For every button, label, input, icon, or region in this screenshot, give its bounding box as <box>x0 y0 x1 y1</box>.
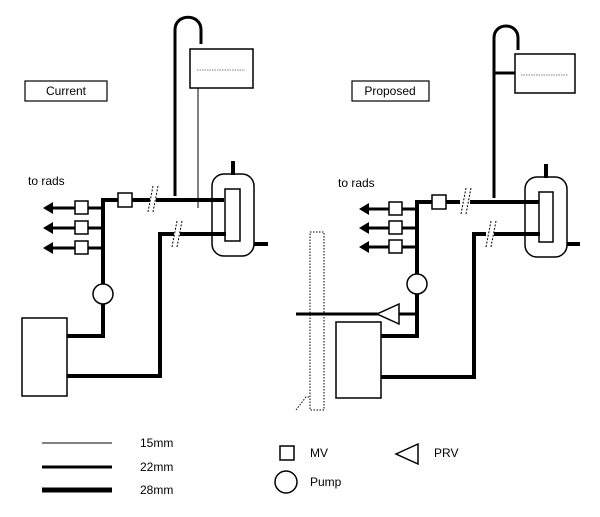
proposed-system: Proposed to rads <box>295 24 580 411</box>
legend-28mm-label: 28mm <box>140 483 173 497</box>
to-rads-label-right: to rads <box>338 176 375 190</box>
current-rad-arrow-2 <box>43 222 53 234</box>
proposed-wall-footing <box>295 396 310 411</box>
current-header-tank <box>189 48 254 89</box>
current-pump <box>92 283 114 305</box>
current-mv-flow <box>117 192 133 208</box>
proposed-wall <box>309 231 325 411</box>
proposed-break-1b <box>465 187 472 215</box>
current-break-2b <box>176 220 183 248</box>
proposed-mv-flow <box>431 194 447 210</box>
proposed-coil <box>538 191 554 243</box>
current-vent-pipe <box>173 15 203 196</box>
current-boiler <box>21 317 68 397</box>
current-rad-arrow-1 <box>43 202 53 214</box>
proposed-title-box <box>351 80 430 102</box>
proposed-rad-arrow-2 <box>359 222 369 234</box>
legend-prv-icon <box>394 442 419 466</box>
proposed-break-1a <box>460 187 467 215</box>
current-break-2a <box>171 220 178 248</box>
proposed-header-tank <box>514 53 576 94</box>
proposed-break-2a <box>485 220 492 248</box>
legend-prv-label: PRV <box>434 446 458 460</box>
current-rad-mv-2 <box>74 220 89 235</box>
proposed-rad-mv-3 <box>388 239 403 254</box>
proposed-rad-mv-2 <box>388 220 403 235</box>
proposed-pump <box>406 273 428 295</box>
legend-15mm-label: 15mm <box>140 436 173 450</box>
current-break-1a <box>147 185 154 213</box>
current-rad-arrow-3 <box>43 242 53 254</box>
legend-pump-icon <box>274 470 298 494</box>
current-title-box <box>24 80 108 102</box>
current-rad-mv-1 <box>74 200 89 215</box>
current-coil <box>224 188 241 242</box>
legend-mv-icon <box>279 445 295 461</box>
proposed-vent-pipe <box>492 24 520 198</box>
proposed-title: Proposed <box>364 84 415 98</box>
proposed-boiler <box>335 321 382 399</box>
proposed-rad-arrow-3 <box>359 241 369 253</box>
current-system: Current to rads <box>21 15 268 397</box>
proposed-rad-arrow-1 <box>359 203 369 215</box>
proposed-prv <box>375 302 400 326</box>
legend-22mm-label: 22mm <box>140 460 173 474</box>
current-rad-mv-3 <box>74 240 89 255</box>
legend-mv-label: MV <box>310 446 328 460</box>
legend: 15mm 22mm 28mm MV Pump PRV <box>42 436 458 497</box>
current-title: Current <box>46 84 87 98</box>
proposed-break-2b <box>490 220 497 248</box>
legend-pump-label: Pump <box>310 475 342 489</box>
proposed-rad-mv-1 <box>388 201 403 216</box>
to-rads-label-left: to rads <box>28 174 65 188</box>
current-break-1b <box>152 185 159 213</box>
